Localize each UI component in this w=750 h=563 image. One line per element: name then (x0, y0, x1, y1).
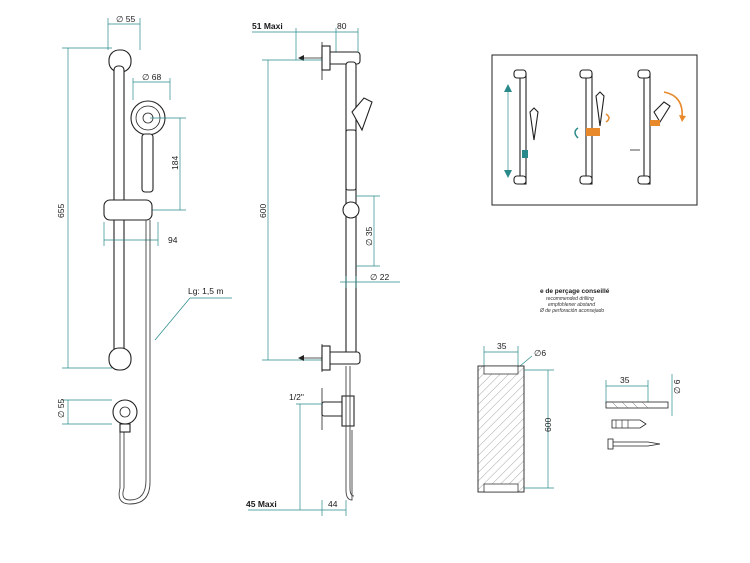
drilling-line-de: empfohlener abstand (548, 302, 595, 308)
drill-dim-height: 600 (543, 418, 553, 432)
dim-slider-diameter: ∅ 35 (364, 227, 374, 246)
drilling-line-es: Ø de perforación aconsejado (539, 308, 604, 314)
shower-handle (141, 133, 154, 193)
dim-hose-length: Lg: 1,5 m (188, 286, 223, 296)
wall-outlet (112, 399, 138, 425)
bottom-wall-bracket (108, 347, 132, 371)
drilling-note: e de perçage conseillé recommended drill… (539, 288, 610, 314)
dim-depth: 80 (337, 21, 347, 31)
side-view: 51 Maxi 80 600 ∅ 35 ∅ 22 (246, 21, 400, 516)
drilling-template: 35 ∅6 600 (477, 341, 554, 493)
drilling-line-en: recommended drilling (546, 296, 594, 302)
wall-plug-screw: 35 ∅ 6 (605, 374, 682, 450)
drill-dim-width: 35 (497, 341, 507, 351)
front-view: ∅ 55 655 ∅ 68 184 94 (56, 14, 232, 505)
handshower-slider (103, 199, 153, 221)
drilling-title: e de perçage conseillé (540, 288, 610, 295)
inset-panel-slide (504, 69, 539, 185)
side-hose (345, 366, 353, 501)
dim-outlet-diameter: ∅ 55 (56, 399, 66, 418)
dim-outlet-depth: 44 (328, 499, 338, 509)
dim-total-height: 655 (56, 204, 66, 218)
dim-slider-width: 94 (168, 235, 178, 245)
drill-dim-hole-side: ∅ 6 (672, 379, 682, 394)
drill-dim-depth: 35 (620, 375, 630, 385)
dim-outlet-max: 45 Maxi (246, 499, 277, 509)
dim-head-diameter: ∅ 68 (142, 72, 161, 82)
dim-bar-diameter: ∅ 22 (370, 272, 389, 282)
adjustment-inset (491, 54, 698, 206)
side-slider-knob (342, 201, 360, 219)
dim-wall-max: 51 Maxi (252, 21, 283, 31)
dim-bar-spacing: ∅ 55 (116, 14, 135, 24)
inset-panel-tilt (630, 69, 686, 185)
inset-panel-rotate (574, 69, 610, 185)
drill-dim-hole: ∅6 (534, 348, 546, 358)
dim-thread: 1/2" (289, 392, 304, 402)
dim-fixing-height: 600 (258, 204, 268, 218)
shower-hose (122, 220, 147, 501)
dim-handle-length: 184 (170, 156, 180, 170)
